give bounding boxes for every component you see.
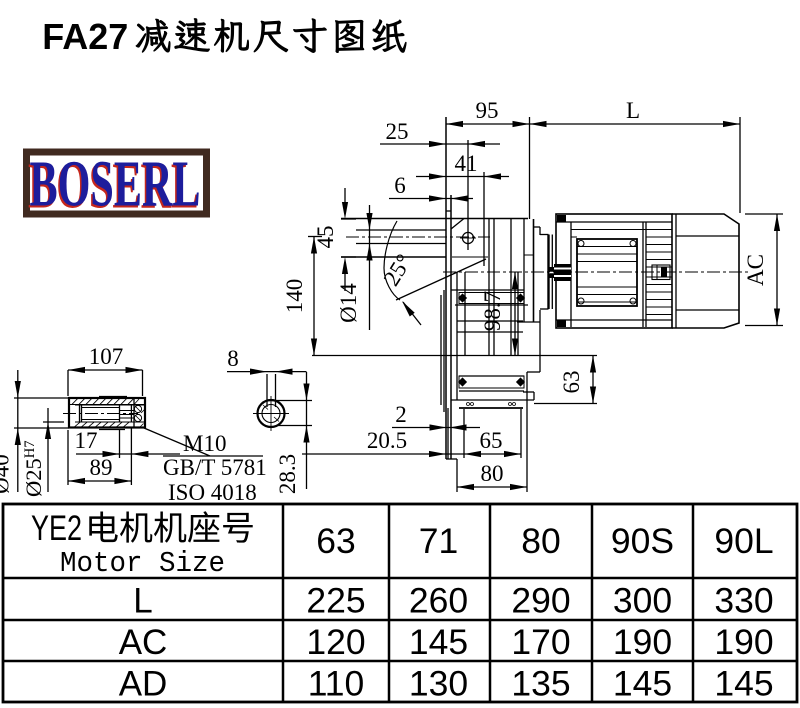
svg-text:FA27: FA27: [42, 16, 128, 57]
svg-text:AC: AC: [743, 254, 768, 286]
svg-text:M10: M10: [183, 431, 226, 456]
svg-text:41: 41: [455, 151, 478, 176]
svg-text:130: 130: [409, 664, 468, 704]
svg-text:AC: AC: [119, 623, 168, 662]
svg-text:145: 145: [409, 622, 468, 662]
svg-text:Ø25H7: Ø25H7: [21, 441, 46, 497]
svg-text:BOSERL: BOSERL: [28, 150, 199, 223]
svg-text:190: 190: [714, 622, 773, 662]
svg-text:98.7: 98.7: [480, 291, 505, 331]
svg-text:140: 140: [282, 279, 307, 314]
svg-text:17: 17: [75, 428, 98, 453]
svg-text:Ø14: Ø14: [336, 283, 361, 323]
svg-text:Ø40: Ø40: [0, 454, 14, 494]
svg-text:110: 110: [308, 664, 365, 704]
svg-text:L: L: [133, 582, 152, 621]
svg-text:Motor Size: Motor Size: [60, 547, 225, 580]
svg-text:120: 120: [306, 622, 365, 662]
svg-text:63: 63: [559, 371, 584, 394]
svg-text:8: 8: [227, 346, 239, 371]
svg-text:BOSERL: BOSERL: [30, 148, 201, 221]
svg-text:90L: 90L: [714, 521, 773, 561]
svg-text:107: 107: [89, 344, 124, 369]
svg-text:71: 71: [419, 521, 459, 561]
svg-text:95: 95: [476, 98, 499, 123]
svg-text:GB/T 5781: GB/T 5781: [163, 455, 267, 480]
svg-text:80: 80: [481, 461, 504, 486]
svg-text:190: 190: [613, 622, 672, 662]
svg-text:63: 63: [316, 521, 356, 561]
svg-text:80: 80: [521, 521, 561, 561]
svg-text:AD: AD: [119, 665, 168, 704]
svg-text:L: L: [626, 98, 640, 123]
svg-text:25°: 25°: [379, 250, 417, 291]
svg-text:YE2: YE2: [31, 509, 82, 548]
svg-text:330: 330: [714, 581, 773, 621]
svg-text:ISO 4018: ISO 4018: [168, 480, 257, 505]
svg-text:89: 89: [90, 455, 113, 480]
svg-text:290: 290: [511, 581, 570, 621]
svg-text:65: 65: [480, 428, 503, 453]
svg-text:225: 225: [306, 581, 365, 621]
svg-text:2: 2: [395, 402, 407, 427]
svg-text:90S: 90S: [611, 521, 674, 561]
svg-text:135: 135: [511, 664, 570, 704]
svg-text:25: 25: [386, 119, 409, 144]
svg-text:6: 6: [394, 173, 406, 198]
svg-text:300: 300: [613, 581, 672, 621]
svg-text:170: 170: [511, 622, 570, 662]
svg-text:28.3: 28.3: [275, 454, 300, 494]
svg-text:260: 260: [409, 581, 468, 621]
svg-text:145: 145: [613, 664, 672, 704]
svg-text:145: 145: [714, 664, 773, 704]
svg-text:45: 45: [313, 226, 338, 249]
svg-text:20.5: 20.5: [367, 428, 407, 453]
